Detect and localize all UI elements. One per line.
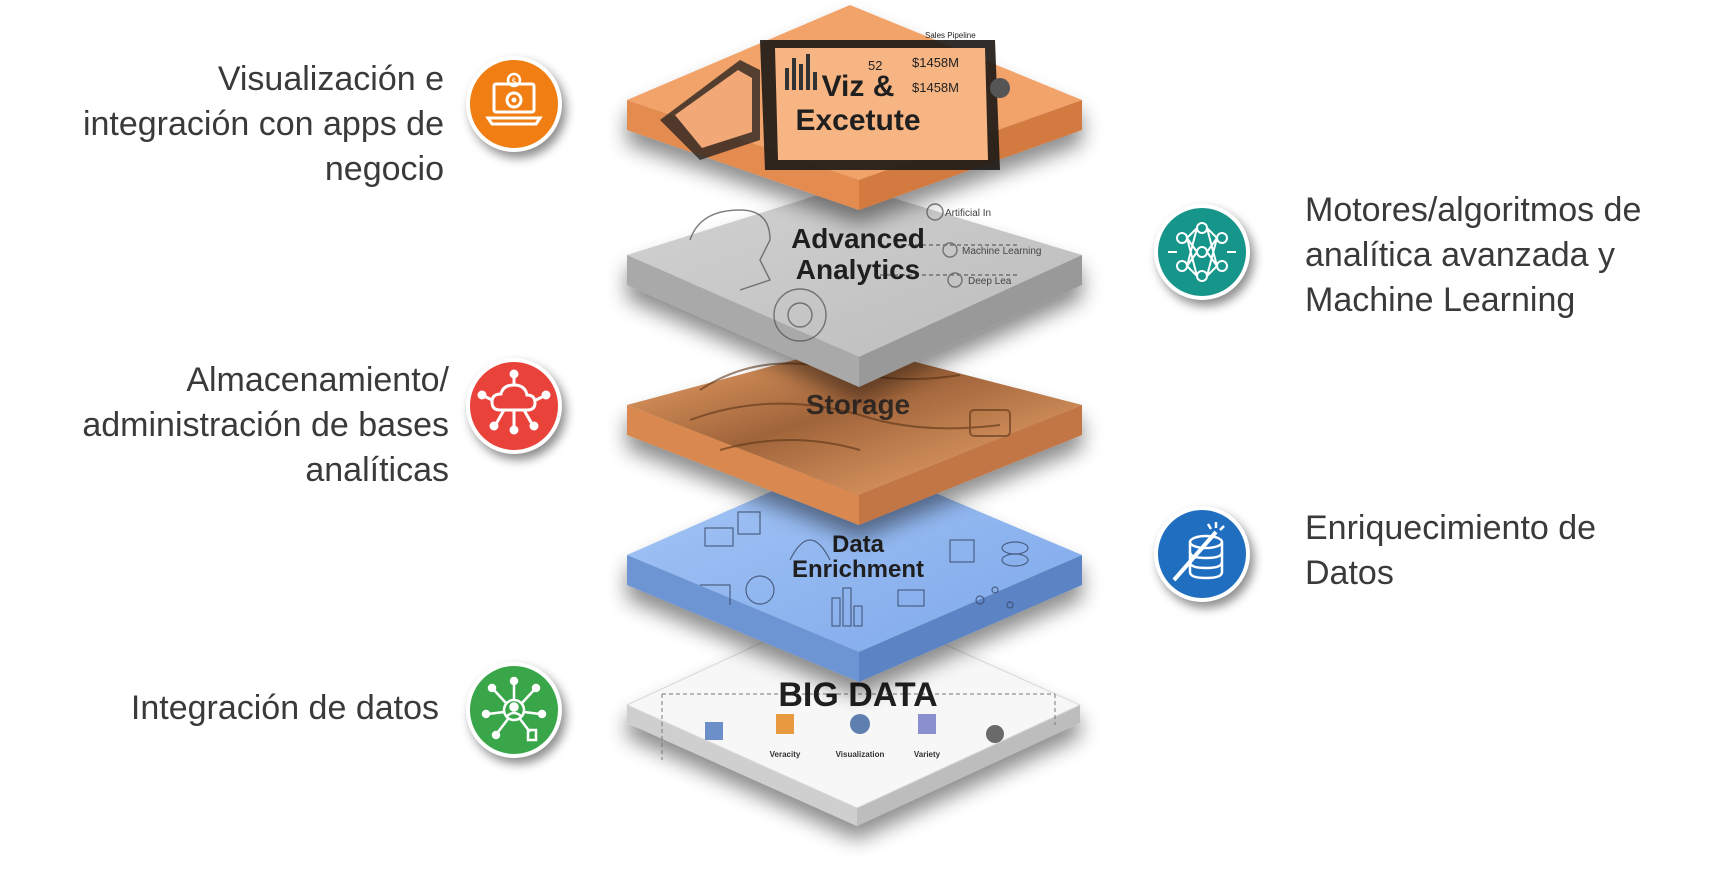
viz-screen-value-b: $1458M — [912, 80, 959, 95]
label-integracion: Integración de datos — [131, 686, 439, 731]
analytics-tag-ai: Artificial In — [945, 208, 991, 219]
bigdata-sublabel-veracity: Veracity — [770, 750, 801, 759]
analytics-tag-ml: Machine Learning — [962, 246, 1042, 257]
bigdata-visualization-icon — [850, 714, 870, 734]
label-motores: Motores/algoritmos de analítica avanzada… — [1305, 188, 1641, 323]
viz-screen-header: Sales Pipeline — [925, 31, 976, 40]
layer-storage — [627, 345, 1082, 525]
layer-enrichment — [627, 457, 1082, 682]
svg-text:$: $ — [511, 77, 517, 87]
bigdata-chart-icon — [705, 722, 723, 740]
label-visualizacion-line3: negocio — [324, 150, 444, 188]
label-enriquecimiento-line1: Enriquecimiento de — [1305, 509, 1597, 547]
storage-title: Storage — [806, 389, 910, 420]
analytics-tag-dl: Deep Lea — [968, 276, 1012, 287]
bigdata-veracity-icon — [776, 714, 794, 734]
bigdata-sublabel-visualization: Visualization — [836, 750, 885, 759]
enrichment-title-line1: Data — [832, 531, 885, 558]
laptop-gear-icon: $ — [466, 56, 562, 152]
data-hub-icon — [466, 662, 562, 758]
cloud-network-icon — [466, 358, 562, 454]
label-almacenamiento-line1: Almacenamiento/ — [186, 361, 449, 399]
enrichment-pattern — [700, 511, 1029, 627]
label-integracion-line1: Integración de datos — [130, 689, 439, 727]
layer-bigdata — [625, 601, 1082, 826]
label-motores-line3: Machine Learning — [1305, 281, 1576, 319]
bigdata-network-icon — [986, 725, 1004, 743]
viz-title-line2: Excetute — [795, 104, 920, 137]
analytics-title-line2: Analytics — [796, 254, 921, 285]
label-almacenamiento-line2: administración de bases — [82, 406, 449, 444]
viz-title-line1: Viz & — [822, 70, 895, 103]
label-visualizacion-line2: integración con apps de — [82, 105, 444, 143]
label-enriquecimiento-line2: Datos — [1305, 554, 1394, 592]
label-enriquecimiento: Enriquecimiento de Datos — [1305, 506, 1596, 596]
label-motores-line2: analítica avanzada y — [1305, 236, 1615, 274]
analytics-pattern — [689, 203, 1020, 342]
viz-screen-value-a: $1458M — [912, 55, 959, 70]
layer-analytics — [627, 185, 1082, 387]
analytics-title-line1: Advanced — [791, 223, 925, 254]
label-visualizacion: Visualización e integración con apps de … — [83, 57, 444, 192]
label-almacenamiento: Almacenamiento/ administración de bases … — [82, 358, 449, 493]
bigdata-title: BIG DATA — [778, 676, 937, 714]
enrichment-title-line2: Enrichment — [792, 556, 924, 583]
label-motores-line1: Motores/algoritmos de — [1305, 191, 1642, 229]
neural-network-icon — [1154, 204, 1250, 300]
viz-screen-value-52: 52 — [868, 58, 882, 73]
bigdata-variety-icon — [918, 714, 936, 734]
viz-screen — [660, 40, 1010, 170]
bigdata-sublabel-variety: Variety — [914, 750, 941, 759]
database-wand-icon — [1154, 506, 1250, 602]
label-visualizacion-line1: Visualización e — [217, 60, 444, 98]
bigdata-details — [661, 693, 1056, 760]
label-almacenamiento-line3: analíticas — [305, 451, 449, 489]
